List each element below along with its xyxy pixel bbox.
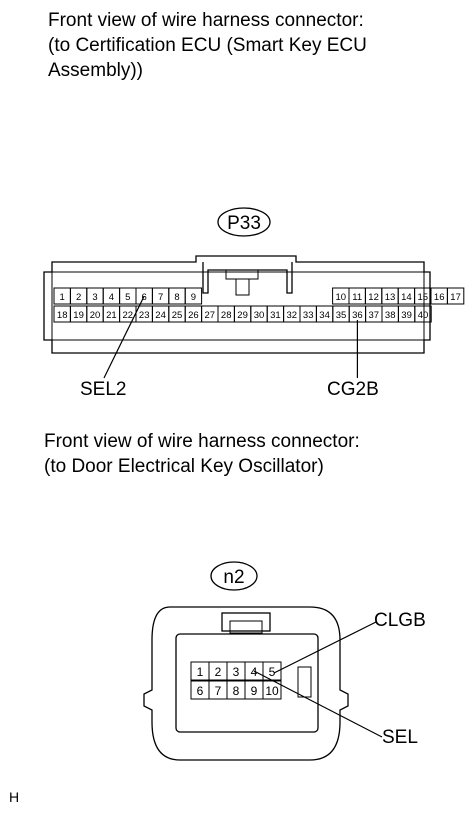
pin-number: 15 <box>418 292 429 303</box>
pin-number: 34 <box>319 310 330 321</box>
label-clgb: CLGB <box>374 610 426 631</box>
pin-cell <box>414 305 432 323</box>
p33-id-label: P33 <box>227 213 261 234</box>
p33-housing <box>43 255 431 354</box>
pin-number: 27 <box>205 310 216 321</box>
pin-number: 8 <box>174 292 179 303</box>
pin-number: 12 <box>368 292 379 303</box>
pin-cell <box>262 680 282 700</box>
pin-number: 38 <box>385 310 396 321</box>
p33-id-oval <box>217 207 271 237</box>
n2-id-label: n2 <box>223 567 244 588</box>
pin-number: 2 <box>215 665 222 679</box>
label-sel: SEL <box>382 727 418 748</box>
pin-number: 13 <box>385 292 396 303</box>
connector-p33-caption: Front view of wire harness connector: (t… <box>48 10 367 81</box>
leader-clgb <box>273 621 377 674</box>
n2-latch-inner <box>229 620 263 634</box>
connector-n2-caption: Front view of wire harness connector: (t… <box>44 431 360 477</box>
pin-number: 3 <box>233 665 240 679</box>
n2-face <box>175 633 319 733</box>
n2-housing <box>143 606 349 761</box>
pin-number: 40 <box>418 310 429 321</box>
pin-number: 20 <box>90 310 101 321</box>
pin-number: 28 <box>221 310 232 321</box>
pin-number: 14 <box>401 292 412 303</box>
pin-number: 35 <box>336 310 347 321</box>
leader-sel <box>253 670 383 738</box>
pin-number: 3 <box>92 292 97 303</box>
pin-number: 9 <box>251 684 258 698</box>
pin-number: 21 <box>106 310 117 321</box>
label-cg2b: CG2B <box>327 379 379 400</box>
pin-cell <box>446 287 465 305</box>
n2-side-key <box>297 666 312 698</box>
pin-number: 23 <box>139 310 150 321</box>
pin-number: 33 <box>303 310 314 321</box>
pin-number: 16 <box>434 292 445 303</box>
pin-number: 31 <box>270 310 281 321</box>
pin-number: 17 <box>450 292 461 303</box>
pin-number: 5 <box>125 292 130 303</box>
p33-latch <box>202 262 293 294</box>
pin-number: 1 <box>197 665 204 679</box>
pin-number: 29 <box>237 310 248 321</box>
figure-footer-code: H <box>9 789 20 805</box>
pin-number: 10 <box>265 684 279 698</box>
pin-number: 10 <box>336 292 347 303</box>
pin-number: 39 <box>401 310 412 321</box>
pin-number: 24 <box>155 310 166 321</box>
pin-number: 7 <box>158 292 163 303</box>
pin-number: 11 <box>352 292 362 303</box>
pin-number: 30 <box>254 310 265 321</box>
pin-number: 18 <box>57 310 68 321</box>
pin-number: 8 <box>233 684 240 698</box>
pin-number: 25 <box>172 310 183 321</box>
pin-number: 7 <box>215 684 222 698</box>
pin-number: 22 <box>123 310 134 321</box>
label-sel2: SEL2 <box>80 379 127 400</box>
pin-number: 5 <box>269 665 276 679</box>
n2-id-oval <box>210 561 258 591</box>
pin-number: 37 <box>369 310 380 321</box>
pin-number: 36 <box>352 310 363 321</box>
pin-number: 1 <box>60 292 65 303</box>
pin-number: 4 <box>109 292 114 303</box>
p33-latch-inner <box>225 270 259 280</box>
pin-number: 2 <box>76 292 81 303</box>
n2-latch <box>221 612 271 632</box>
pin-number: 26 <box>188 310 199 321</box>
pin-number: 32 <box>287 310 298 321</box>
pin-number: 6 <box>142 292 147 303</box>
pin-number: 6 <box>197 684 204 698</box>
p33-latch-key <box>235 278 250 296</box>
leader-lines <box>103 295 383 738</box>
pin-cell <box>184 287 203 305</box>
leader-sel2 <box>103 295 145 379</box>
pin-number: 4 <box>251 665 258 679</box>
pin-number: 19 <box>73 310 84 321</box>
p33-bottom-row: 18 19 20 21 22 23 24 25 26 27 28 29 30 31 32 33 34 35 36 37… <box>53 305 432 323</box>
pin-number: 9 <box>191 292 196 303</box>
